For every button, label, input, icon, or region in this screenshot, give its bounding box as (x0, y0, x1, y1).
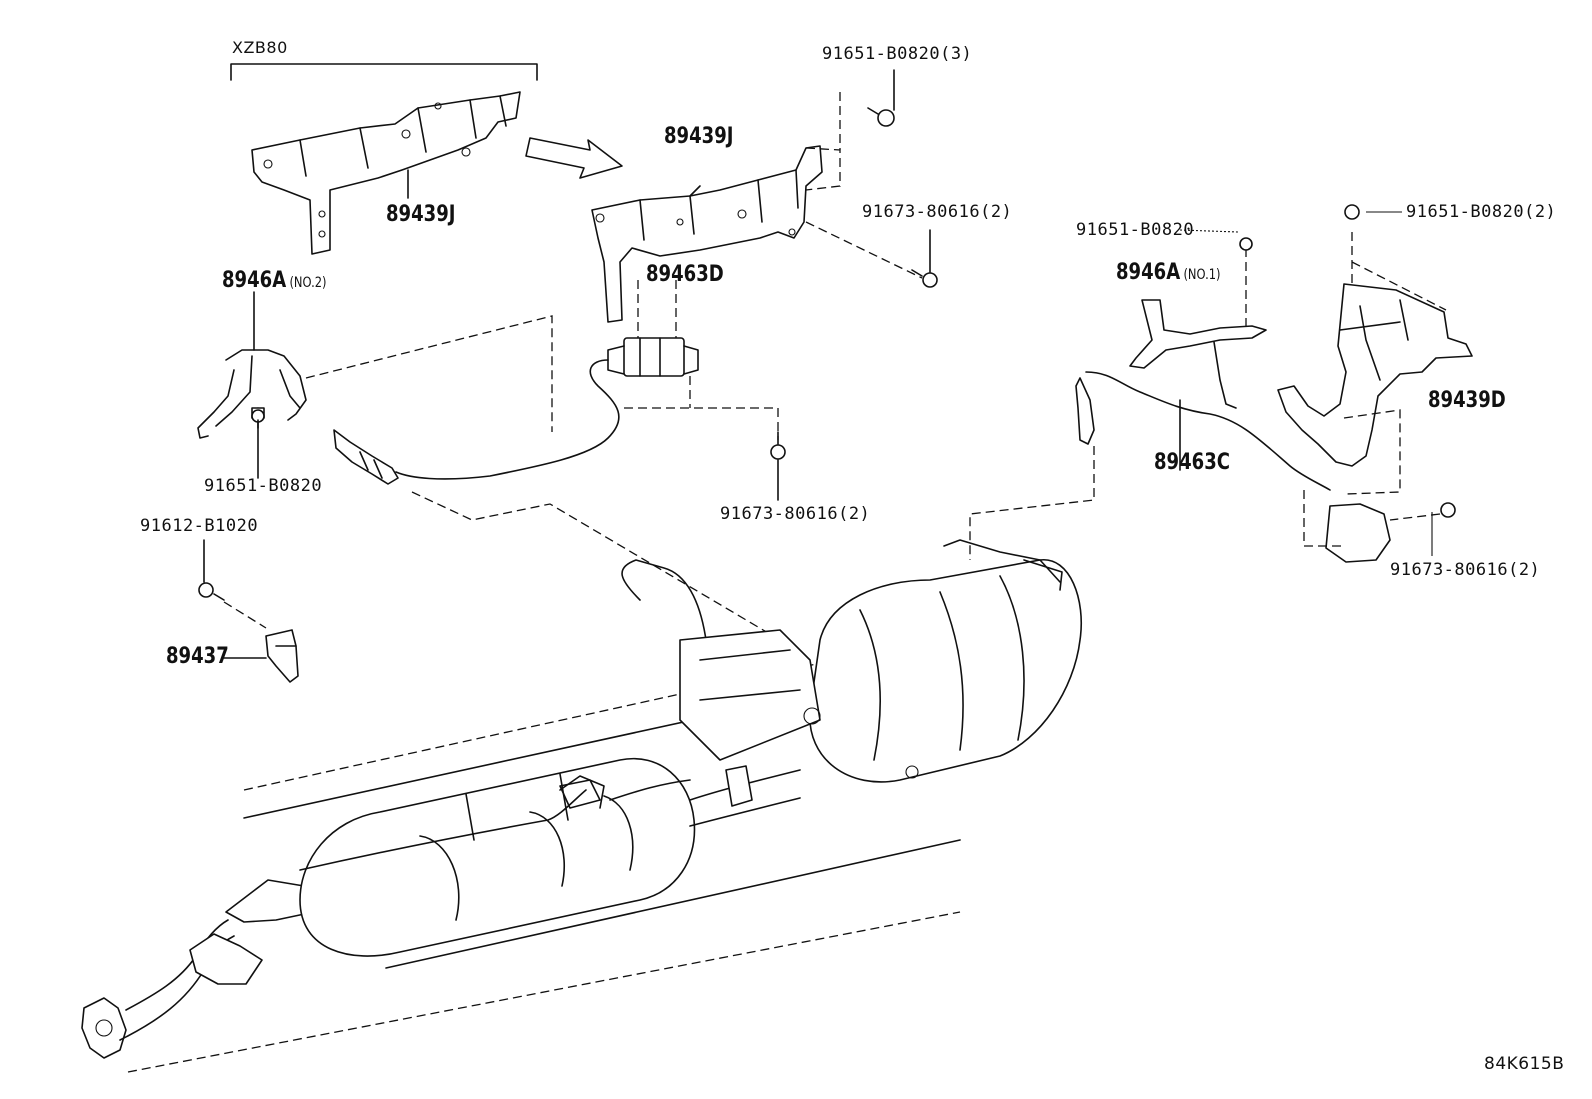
right-module (1303, 490, 1456, 563)
clamp-8946a-no1 (1129, 237, 1267, 409)
callout-91673-80616-2-right: 91673-80616(2) (1390, 560, 1541, 580)
callout-91651-b0820-mid: 91651-B0820 (1076, 220, 1195, 240)
bracket-89437 (198, 539, 299, 683)
left-bracket-89439j (251, 91, 521, 255)
callout-91673-80616-2-center: 91673-80616(2) (720, 504, 871, 524)
callout-8946a-no2-suffix: (NO.2) (289, 275, 327, 291)
clamp-8946a-no2 (197, 291, 553, 439)
bracket-89439d (1277, 204, 1473, 495)
callout-91651-b0820-2: 91651-B0820(2) (1406, 202, 1557, 222)
callout-89463c: 89463C (1154, 450, 1231, 475)
callout-89439d: 89439D (1428, 388, 1506, 413)
callout-8946a-no1-suffix: (NO.1) (1183, 267, 1221, 283)
callout-91673-80616-2-top: 91673-80616(2) (862, 202, 1013, 222)
sensor-89463d (333, 280, 779, 485)
callout-89439j-center: 89439J (664, 124, 734, 149)
exhaust-pipe-assembly (81, 491, 1082, 1073)
sensor-89463c (969, 371, 1331, 560)
xzb80-bracket-line (230, 63, 538, 81)
callout-8946a-no1-number: 8946A (1116, 260, 1181, 285)
top-bolts (251, 69, 938, 501)
callout-91651-b0820-left: 91651-B0820 (204, 476, 323, 496)
callout-8946a-no2-number: 8946A (222, 268, 287, 293)
diagram-code: 84K615B (1484, 1054, 1565, 1074)
callout-91612-b1020: 91612-B1020 (140, 516, 259, 536)
callout-89437: 89437 (166, 644, 229, 669)
callout-89439j-left: 89439J (386, 202, 456, 227)
callout-89463d: 89463D (646, 262, 724, 287)
callout-8946a-no2: 8946A(NO.2) (222, 270, 327, 292)
direction-arrow (525, 137, 623, 179)
callout-xzb80: XZB80 (232, 38, 288, 57)
callout-8946a-no1: 8946A(NO.1) (1116, 262, 1221, 284)
center-bracket-89439j (591, 92, 841, 323)
callout-91651-b0820-3: 91651-B0820(3) (822, 44, 973, 64)
